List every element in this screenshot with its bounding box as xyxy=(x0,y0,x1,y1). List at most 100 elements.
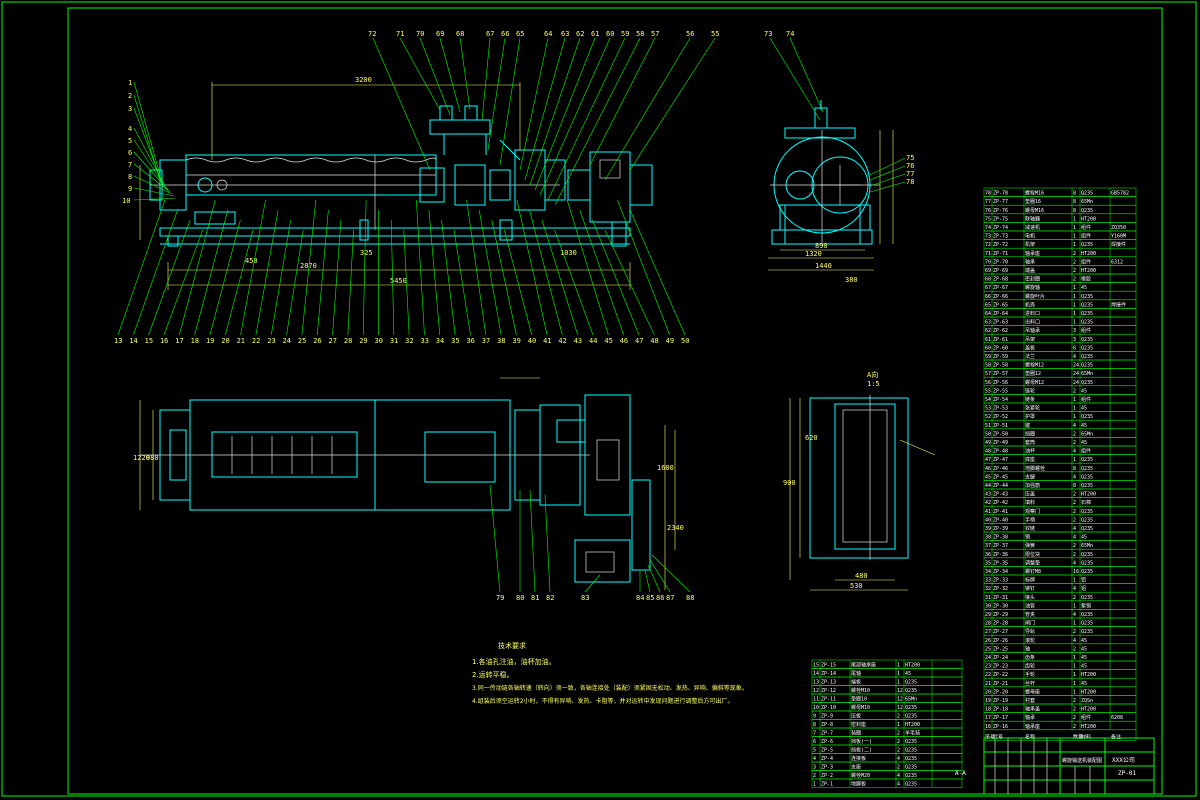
bom-cell: 轴承 xyxy=(1025,258,1035,265)
bom-cell: ZP-70 xyxy=(993,259,1008,265)
bom-cell: ZP-11 xyxy=(821,697,836,703)
bom-cell: ZP-30 xyxy=(993,603,1008,609)
bom-cell: 15 xyxy=(813,663,819,669)
bom-cell: ZP-55 xyxy=(993,388,1008,394)
bom-cell: 端盖 xyxy=(1025,267,1035,274)
bom-cell: 45 xyxy=(1081,406,1087,412)
bom-cell: 2 xyxy=(897,765,900,771)
leader-line xyxy=(529,209,563,336)
bom-cell: 机架 xyxy=(1025,241,1035,248)
bom-cell: 羊毛毡 xyxy=(905,730,920,737)
balloon-29: 29 xyxy=(359,337,367,345)
balloon-31: 31 xyxy=(390,337,398,345)
bom-cell: 45 xyxy=(1081,681,1087,687)
bom-cell: 连接板 xyxy=(851,755,866,762)
bom-cell: 26 xyxy=(985,638,991,644)
bom-cell: 37 xyxy=(985,543,991,549)
bom-cell: 4 xyxy=(1073,423,1076,429)
bom-cell: 地脚螺栓 xyxy=(1025,465,1045,472)
bom-cell: 13 xyxy=(813,680,819,686)
bom-cell: ZP-72 xyxy=(993,242,1008,248)
bom-cell: 1 xyxy=(1073,621,1076,627)
bom-cell: 2 xyxy=(813,773,816,779)
bom-cell: 24 xyxy=(1073,371,1079,377)
bom-cell: ZP-48 xyxy=(993,449,1008,455)
balloon-25: 25 xyxy=(298,337,306,345)
bom-cell: 12 xyxy=(897,697,903,703)
side-view: 1320 1440 890 380 xyxy=(768,100,894,284)
bom-cell: 法兰 xyxy=(1025,353,1035,360)
leaders-top xyxy=(372,37,716,206)
bom-cell: 2 xyxy=(1073,552,1076,558)
bom-cell: 1 xyxy=(1073,689,1076,695)
bom-cell: 12 xyxy=(897,705,903,711)
bom-cell: 弹簧 xyxy=(1025,542,1035,549)
dim-side-2: 1440 xyxy=(815,262,832,270)
bom-cell: 密封座 xyxy=(851,721,866,728)
bom-cell: Q235 xyxy=(1081,414,1093,420)
bom-cell: 2 xyxy=(1073,440,1076,446)
leader-line xyxy=(270,219,291,336)
bom-cell: Q235 xyxy=(1081,242,1093,248)
bom-cell: ZP-47 xyxy=(993,457,1008,463)
dim-plan-1: 1220 xyxy=(133,454,150,462)
balloon-17: 17 xyxy=(175,337,183,345)
view-label-right: A-A xyxy=(955,770,966,777)
bom-cell: Q235 xyxy=(905,680,917,686)
leader-line xyxy=(453,229,471,336)
balloon-87: 87 xyxy=(666,594,674,602)
bom-cell: 紫铜 xyxy=(1081,602,1091,609)
bom-cell: ZP-43 xyxy=(993,492,1008,498)
bom-cell: ZP-27 xyxy=(993,629,1008,635)
bom-cell: ZP-9 xyxy=(821,714,833,720)
bom-cell: 68 xyxy=(985,277,991,283)
bom-cell: 销 xyxy=(1025,534,1030,541)
bom-cell: Y160M xyxy=(1111,234,1126,240)
bom-cell: ZP-74 xyxy=(993,225,1008,231)
bom-cell: 标牌 xyxy=(1025,577,1035,584)
bom-header-cell: 备注 xyxy=(1111,733,1121,740)
balloon-15: 15 xyxy=(145,337,153,345)
dim-section-2: 620 xyxy=(805,434,818,442)
balloon-80: 80 xyxy=(516,594,524,602)
balloon-56: 56 xyxy=(686,30,694,38)
balloon-20: 20 xyxy=(221,337,229,345)
bom-cell: 2 xyxy=(1073,646,1076,652)
bom-cell: 65 xyxy=(985,302,991,308)
balloon-72: 72 xyxy=(368,30,376,38)
bom-cell: Q235 xyxy=(1081,345,1093,351)
bom-header-cell: 数量 xyxy=(1073,733,1083,740)
bom-cell: 限位块 xyxy=(1025,551,1040,558)
bom-cell: 挡圈 xyxy=(1025,430,1035,437)
leader-line xyxy=(504,229,533,336)
bom-cell: 组件 xyxy=(1081,224,1091,231)
bom-cell: 47 xyxy=(985,457,991,463)
bom-cell: 2 xyxy=(1073,543,1076,549)
bom-cell: 螺栓M20 xyxy=(851,772,870,779)
bom-cell: ZP-40 xyxy=(993,517,1008,523)
bom-cell: 齿轮 xyxy=(1025,663,1035,670)
bom-row xyxy=(811,753,963,763)
bom-cell: 尾轴 xyxy=(851,670,861,677)
bom-header-cell: 名称 xyxy=(1025,733,1035,740)
balloon-35: 35 xyxy=(451,337,459,345)
bom-cell: 24 xyxy=(985,655,991,661)
bom-cell: 18 xyxy=(985,707,991,713)
leader-line xyxy=(255,209,279,336)
section-view: 900 620 530 480 A向 1:5 xyxy=(783,370,936,591)
bom-cell: 组件 xyxy=(1081,396,1091,403)
bom-cell: 4 xyxy=(897,773,900,779)
leader-line xyxy=(428,209,441,336)
balloon-59: 59 xyxy=(621,30,629,38)
bom-cell: Q235 xyxy=(1081,302,1093,308)
bom-cell: 组件 xyxy=(1081,714,1091,721)
bom-cell: 19 xyxy=(985,698,991,704)
bom-cell: 底座 xyxy=(1025,456,1035,463)
bom-cell: 53 xyxy=(985,406,991,412)
balloon-24: 24 xyxy=(283,337,291,345)
bom-cell: 挡板(一) xyxy=(851,738,872,745)
bom-cell: 螺栓M12 xyxy=(1025,362,1044,369)
leader-line xyxy=(316,209,329,336)
